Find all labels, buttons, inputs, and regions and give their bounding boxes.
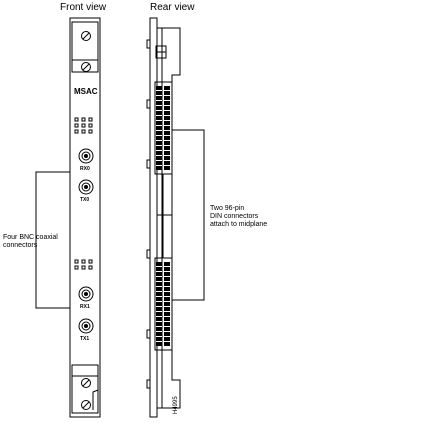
- din-callout-text: Two 96-pin DIN connectors attach to midp…: [210, 205, 267, 229]
- din-callout-bracket: [172, 129, 205, 301]
- bnc-callout-text: Four BNC coaxial connectors: [3, 234, 58, 250]
- din-callout-line-2: DIN connectors: [210, 213, 259, 220]
- bnc-connector-tx0-icon: [78, 179, 94, 195]
- port-label-tx1: TX1: [80, 336, 90, 342]
- bnc-connector-rx1-icon: [78, 286, 94, 302]
- top-ejector: [71, 21, 99, 73]
- bnc-callout-line-1: Four BNC coaxial: [3, 234, 58, 241]
- top-screw-icon: [81, 31, 91, 41]
- rear-view-title: Rear view: [150, 2, 195, 13]
- card-label: MSAC: [74, 87, 98, 96]
- figure-id: H4995: [173, 396, 179, 414]
- bottom-ejector: [71, 364, 99, 414]
- bnc-callout-bracket: [35, 171, 70, 309]
- din-callout-line-3: attach to midplane: [210, 221, 268, 228]
- bnc-callout-line-2: connectors: [3, 242, 38, 249]
- din-callout-line-1: Two 96-pin: [210, 205, 245, 212]
- lower-screw-icon: [81, 378, 91, 388]
- led-group-upper: [74, 117, 93, 134]
- din-connector-lower-icon: [156, 262, 170, 346]
- din-connector-upper-icon: [156, 86, 170, 170]
- led-group-lower: [74, 259, 93, 270]
- bottom-screw-icon: [81, 400, 91, 410]
- front-panel: [69, 17, 101, 418]
- port-label-rx0: RX0: [80, 166, 90, 172]
- bnc-connector-tx1-icon: [78, 318, 94, 334]
- port-label-tx0: TX0: [80, 197, 90, 203]
- port-label-rx1: RX1: [80, 304, 90, 310]
- rear-view-card: [146, 17, 181, 418]
- front-view-title: Front view: [60, 2, 107, 13]
- bnc-connector-rx0-icon: [78, 148, 94, 164]
- upper-screw-icon: [81, 62, 91, 72]
